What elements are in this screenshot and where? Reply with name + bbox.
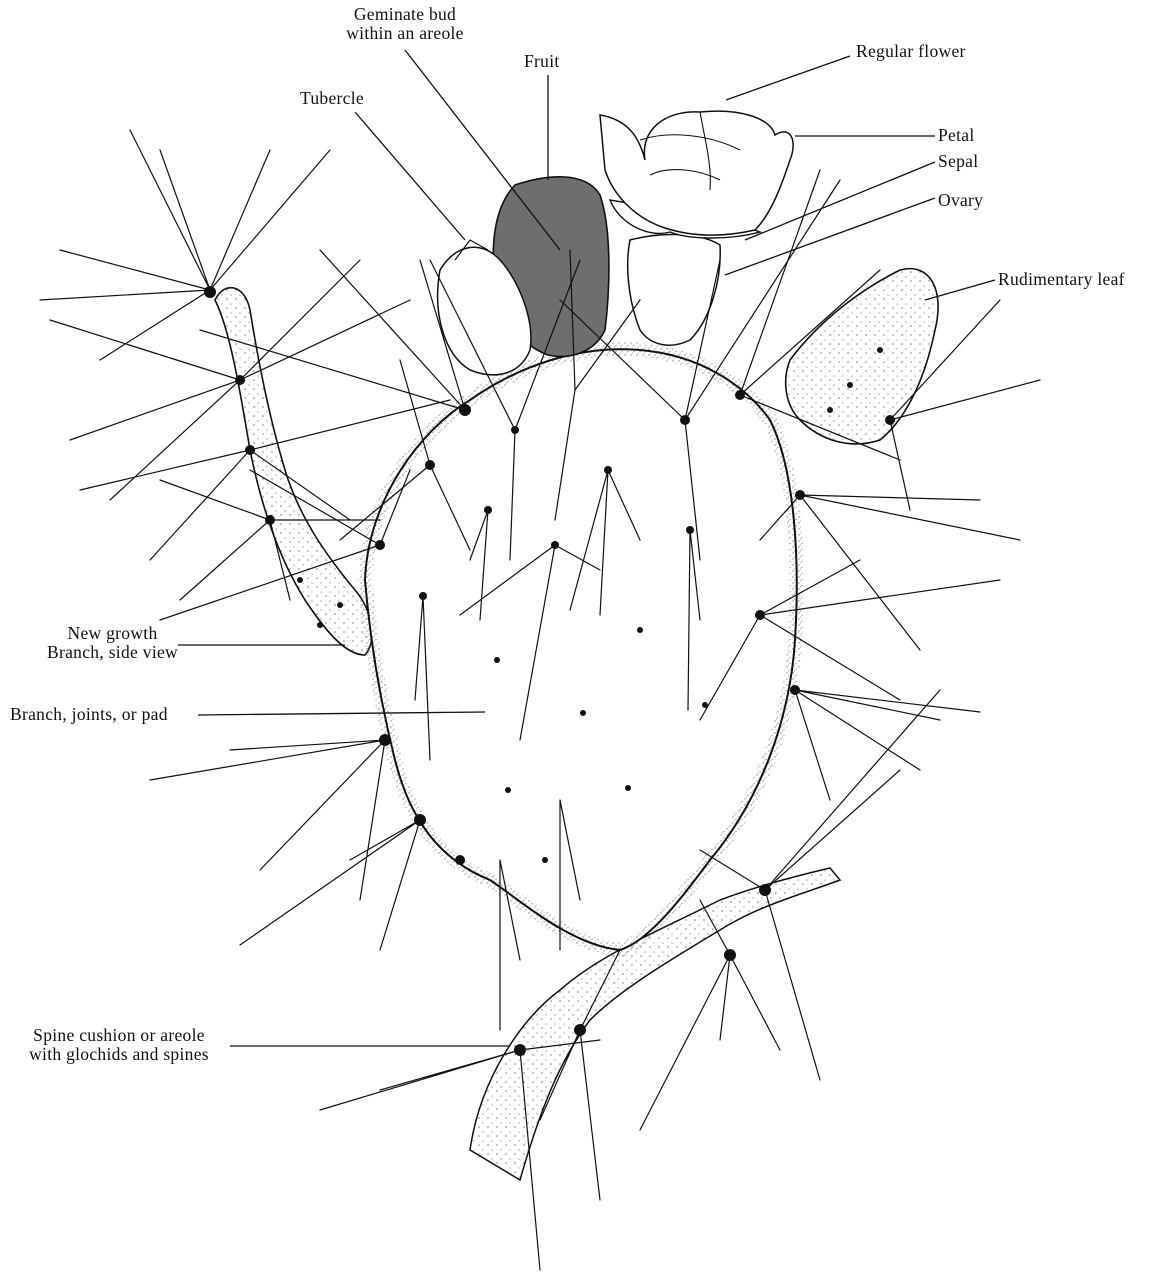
label-new-growth-line1: New growth	[25, 624, 200, 643]
label-spine-cushion: Spine cushion or areole with glochids an…	[10, 1026, 228, 1064]
label-fruit: Fruit	[524, 52, 560, 71]
label-ovary: Ovary	[938, 191, 983, 210]
rudimentary-leaf-pad	[786, 269, 938, 444]
label-tubercle: Tubercle	[300, 89, 364, 108]
label-spine-cushion-line1: Spine cushion or areole	[10, 1026, 228, 1045]
new-growth-branch	[215, 288, 372, 655]
label-branch-pad: Branch, joints, or pad	[10, 705, 168, 724]
label-new-growth-line2: Branch, side view	[25, 643, 200, 662]
label-regular-flower: Regular flower	[856, 42, 966, 61]
label-rudimentary-leaf: Rudimentary leaf	[998, 270, 1125, 289]
label-geminate-bud-line2: within an areole	[300, 24, 510, 43]
label-geminate-bud-line1: Geminate bud	[300, 5, 510, 24]
label-sepal: Sepal	[938, 152, 978, 171]
ovary	[628, 235, 721, 346]
label-petal: Petal	[938, 126, 975, 145]
label-spine-cushion-line2: with glochids and spines	[10, 1045, 228, 1064]
label-geminate-bud: Geminate bud within an areole	[300, 5, 510, 43]
label-new-growth: New growth Branch, side view	[25, 624, 200, 662]
